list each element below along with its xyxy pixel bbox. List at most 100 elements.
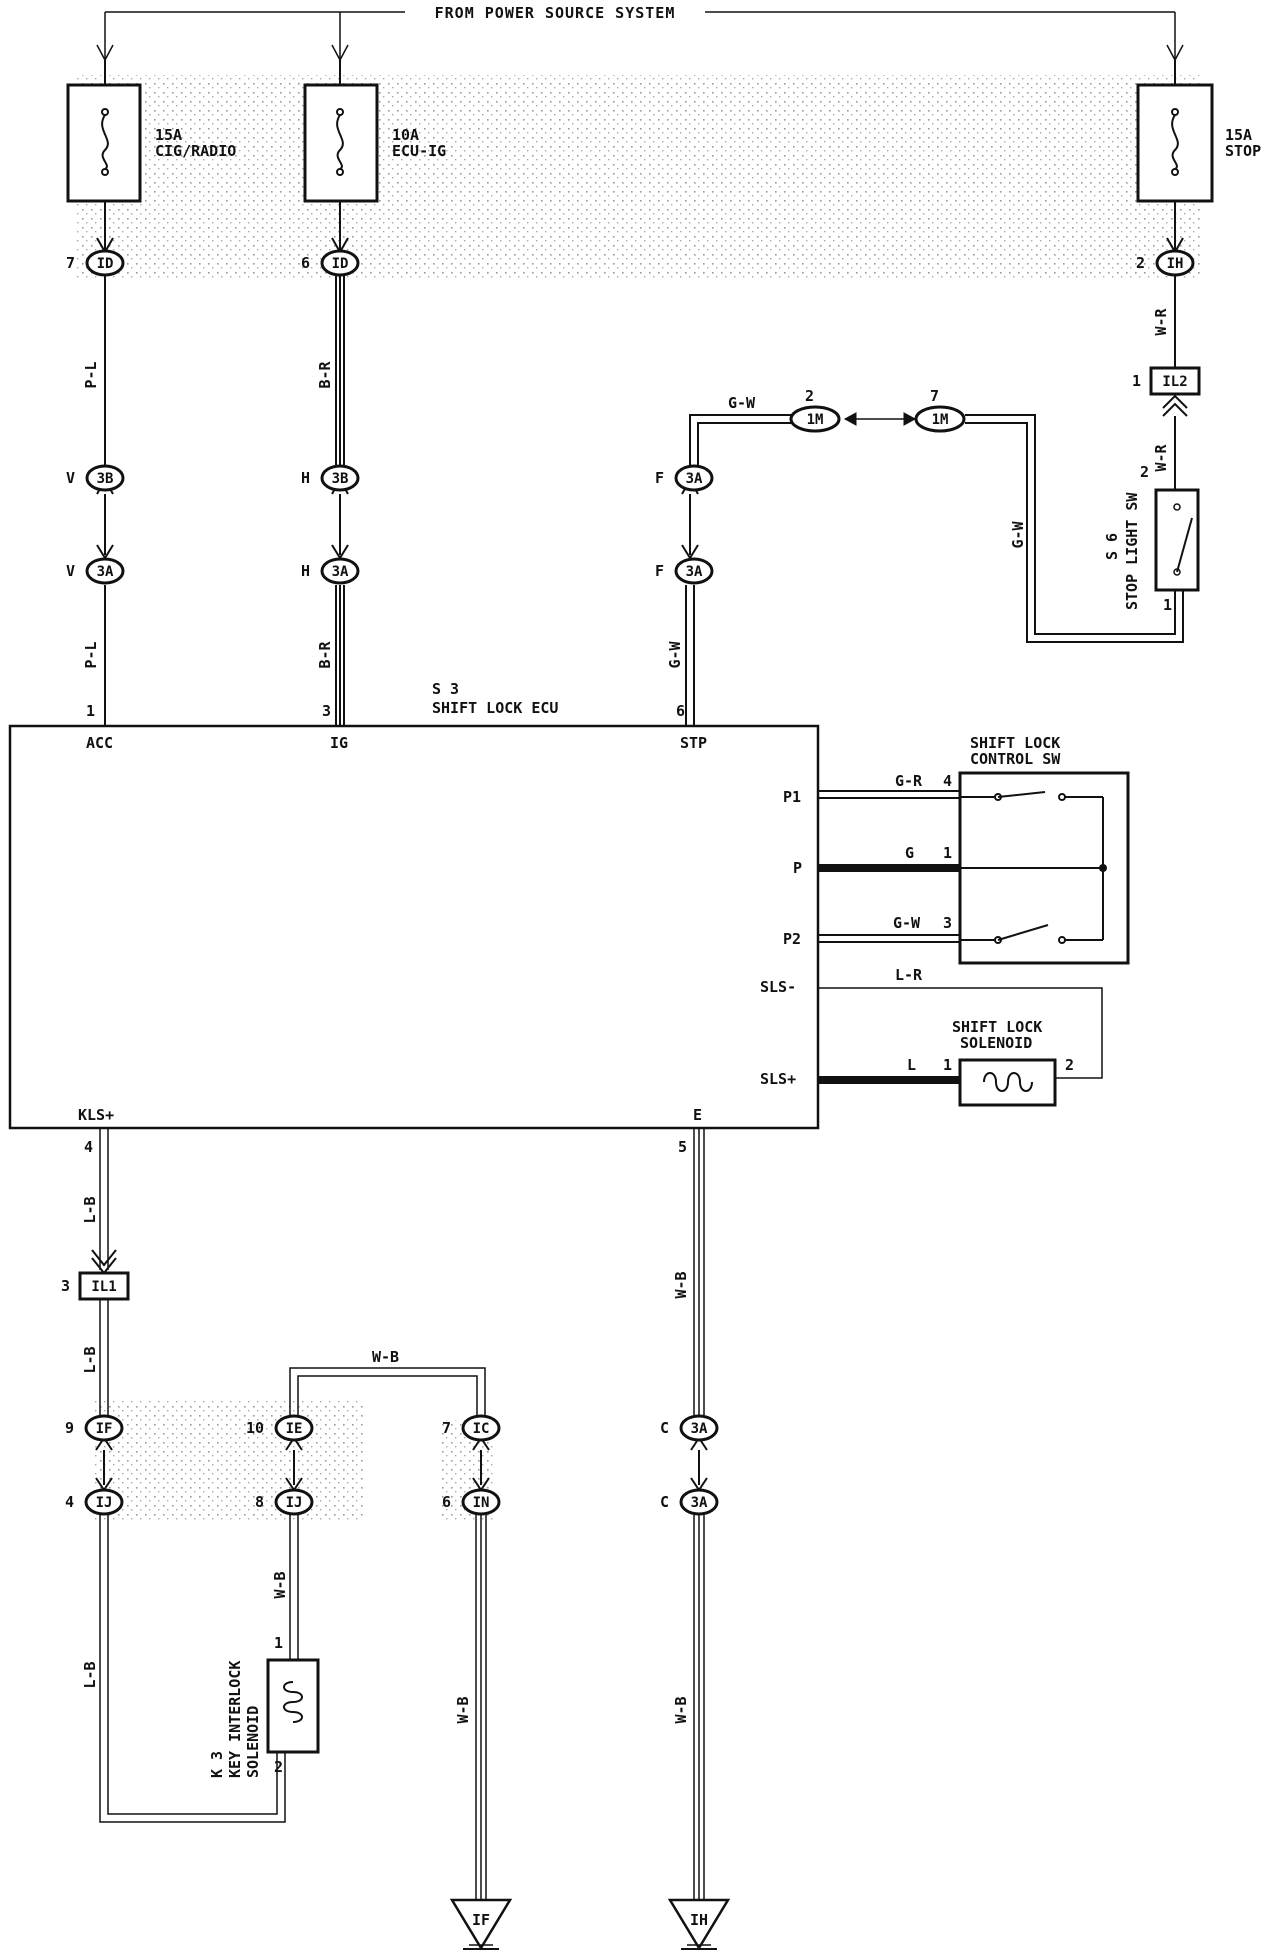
stop-sw-name: STOP LIGHT SW: [1123, 492, 1141, 610]
ecu-pin-p2: P2: [783, 930, 801, 948]
fuse-stop: 15A STOP: [1136, 60, 1261, 203]
connector-code: 3A: [686, 471, 703, 487]
control-sw-pin-p1: 4: [943, 772, 952, 790]
shift-lock-ecu: S 3 SHIFT LOCK ECU 1 ACC 3 IG 6 STP KLS+…: [8, 680, 820, 1156]
wire-label-wb-top: W-B: [372, 1348, 399, 1366]
connector-a3_2: 3AH: [301, 557, 360, 585]
fuse-stop-name: STOP: [1225, 142, 1261, 160]
connector-code: 3B: [97, 471, 114, 487]
connector-shape: [674, 464, 714, 492]
connector-code: IL2: [1162, 374, 1187, 390]
connector-a3_6: 3AC: [660, 1488, 719, 1516]
connector-pin: 6: [301, 254, 310, 272]
wire-column-acc: [96, 201, 114, 726]
connector-code: 3A: [691, 1495, 708, 1511]
connector-code: 3B: [332, 471, 349, 487]
connector-shape: [85, 557, 125, 585]
solenoid-pin-2: 2: [1065, 1056, 1074, 1074]
connector-code: IE: [286, 1421, 303, 1437]
connector-shape: [674, 557, 714, 585]
ground-if-label: IF: [472, 1911, 490, 1929]
connector-shape: [274, 1488, 314, 1516]
connector-code: IF: [96, 1421, 113, 1437]
shift-lock-control-switch: SHIFT LOCK CONTROL SW 4 1 3: [943, 734, 1130, 965]
solenoid-name-1: SHIFT LOCK: [952, 1018, 1042, 1036]
fuse-ecu-name: ECU-IG: [392, 142, 446, 160]
wire-label-wb-in: W-B: [454, 1696, 472, 1723]
connector-pin: 4: [65, 1493, 74, 1511]
connector-code: 3A: [332, 564, 349, 580]
ecu-pin-ig-num: 3: [322, 702, 331, 720]
connector-shape: [789, 405, 841, 433]
connector-pin: F: [655, 562, 664, 580]
stop-sw-pin-bot: 1: [1163, 596, 1172, 614]
fuse-cig-amp: 15A: [155, 126, 182, 144]
connector-pin: 9: [65, 1419, 74, 1437]
ecu-pin-acc-name: ACC: [86, 734, 113, 752]
connector-code: IJ: [286, 1495, 303, 1511]
wire-column-e: [690, 1128, 708, 1900]
ecu-pin-stp-num: 6: [676, 702, 685, 720]
connector-shape: [461, 1414, 501, 1442]
wire-column-kls: [91, 1128, 286, 1823]
stop-sw-pin-top: 2: [1140, 463, 1149, 481]
connector-pin: 2: [805, 387, 814, 405]
connector-code: IH: [1167, 256, 1184, 272]
wire-column-stp: [681, 412, 1184, 726]
connector-pin: 2: [1136, 254, 1145, 272]
connector-ih_top: IH 2: [1136, 249, 1195, 277]
wire-label-wb-3a: W-B: [672, 1696, 690, 1723]
ecu-pin-stp-name: STP: [680, 734, 707, 752]
ecu-name: SHIFT LOCK ECU: [432, 699, 558, 717]
ecu-pin-ig-name: IG: [330, 734, 348, 752]
connector-in: IN6: [442, 1488, 501, 1516]
connector-code: 3A: [97, 564, 114, 580]
wire-label-br-bot: B-R: [316, 640, 334, 668]
connector-shape: [320, 249, 360, 277]
wire-label-gw-ecu: G-W: [666, 640, 684, 668]
connector-pin: 7: [442, 1419, 451, 1437]
solenoid-pin-1: 1: [943, 1056, 952, 1074]
connector-shape: [320, 557, 360, 585]
wire-label-g: G: [905, 844, 914, 862]
connector-b3_1: 3BV: [66, 464, 125, 492]
wire-label-wr-1: W-R: [1152, 307, 1170, 335]
header-title: FROM POWER SOURCE SYSTEM: [435, 4, 676, 22]
control-sw-pin-p2: 3: [943, 914, 952, 932]
connector-code: IC: [473, 1421, 490, 1437]
solenoid-name-2: SOLENOID: [960, 1034, 1032, 1052]
connector-code: 3A: [691, 1421, 708, 1437]
ecu-pin-kls-name: KLS+: [78, 1106, 114, 1124]
connector-code: 1M: [932, 412, 949, 428]
connector-m1_left: 1M2: [789, 387, 841, 433]
connector-code: 1M: [807, 412, 824, 428]
connector-id_1: ID7: [66, 249, 125, 277]
wire-label-br-top: B-R: [316, 360, 334, 388]
key-solenoid-pin-top: 1: [274, 1634, 283, 1652]
connector-code: IN: [473, 1495, 490, 1511]
wire-label-lb-2: L-B: [81, 1346, 99, 1373]
fuse-cig-radio: 15A CIG/RADIO: [66, 60, 236, 203]
connector-shape: [461, 1488, 501, 1516]
connector-code: ID: [332, 256, 349, 272]
fuse-cig-name: CIG/RADIO: [155, 142, 236, 160]
wire-label-wb-key: W-B: [271, 1571, 289, 1598]
connector-shape: [85, 464, 125, 492]
fuse-ecu-amp: 10A: [392, 126, 419, 144]
connector-shape: [1155, 249, 1195, 277]
connector-ic: IC 7: [442, 1414, 501, 1442]
ecu-pin-e-num: 5: [678, 1138, 687, 1156]
wire-label-gr: G-R: [895, 772, 923, 790]
connector-shape: [85, 249, 125, 277]
connector-pin: 3: [61, 1277, 70, 1295]
wire-label-gw-p2: G-W: [893, 914, 921, 932]
connector-a3_1: 3AV: [66, 557, 125, 585]
wire-label-lr: L-R: [895, 966, 923, 984]
ecu-pin-e-name: E: [693, 1106, 702, 1124]
connector-id_2: ID 6: [301, 249, 360, 277]
ecu-pin-p1: P1: [783, 788, 801, 806]
